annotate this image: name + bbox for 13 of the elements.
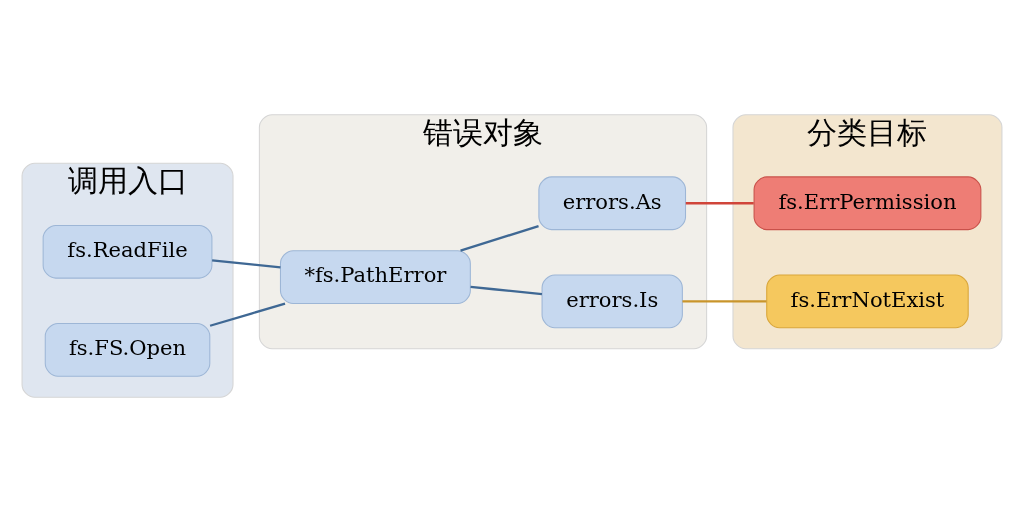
node-box: *fs.PathError <box>279 250 471 304</box>
connector <box>470 285 543 296</box>
node-box: errors.Is <box>541 274 683 329</box>
node-box: fs.ReadFile <box>42 224 213 279</box>
node-box: fs.ErrNotExist <box>766 274 969 329</box>
connector <box>685 202 754 205</box>
node-box: fs.ErrPermission <box>753 176 982 231</box>
connector <box>460 225 539 252</box>
connector <box>682 300 767 303</box>
connector <box>212 259 281 269</box>
connector <box>209 302 286 327</box>
node-box: fs.FS.Open <box>44 323 211 377</box>
node-box: errors.As <box>538 176 687 231</box>
